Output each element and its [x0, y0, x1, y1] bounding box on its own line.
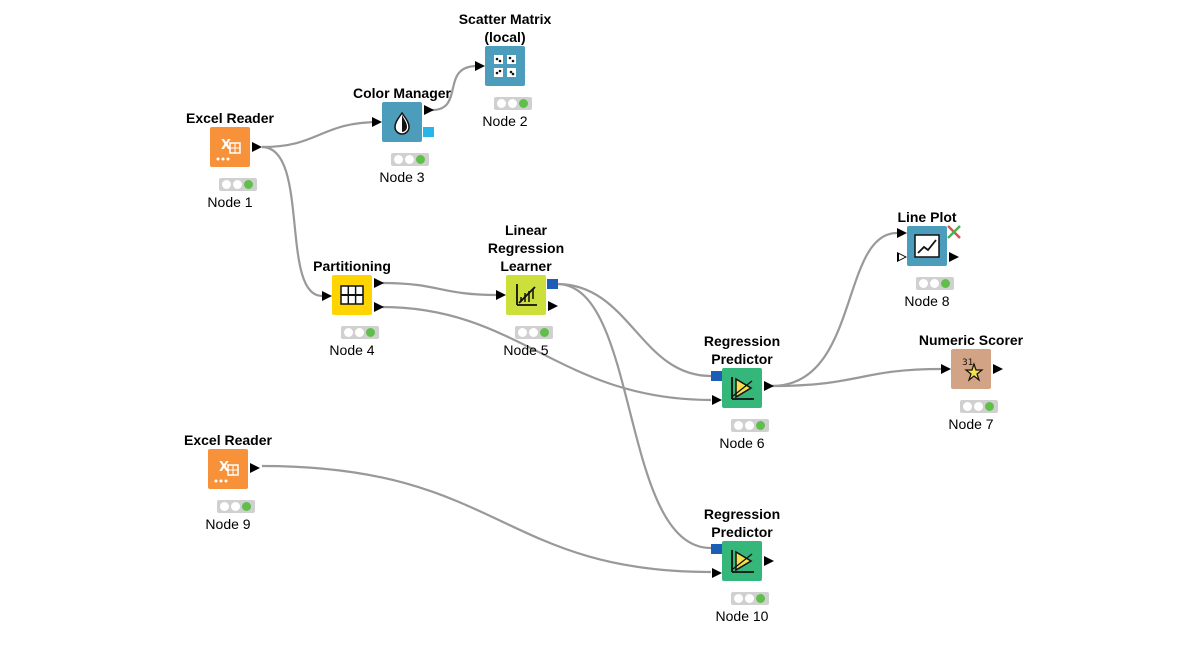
node-scatter-matrix-2[interactable]: Scatter Matrix (local) Node 2	[445, 6, 565, 166]
node-color-manager-3[interactable]: Color Manager Node 3	[342, 62, 462, 222]
node-box[interactable]	[722, 368, 762, 408]
node-excel-reader-1[interactable]: Excel Reader X Node 1	[170, 87, 290, 247]
node-title: Excel Reader	[186, 110, 274, 126]
node-regression-predictor-10[interactable]: Regression Predictor Node 10	[682, 501, 802, 661]
connection-n9-n10[interactable]	[261, 464, 712, 574]
output-port[interactable]	[548, 301, 558, 311]
node-box[interactable]	[485, 46, 525, 86]
output-port-1[interactable]	[374, 278, 384, 288]
svg-text:X: X	[219, 460, 229, 475]
node-title: Color Manager	[352, 85, 451, 101]
input-port[interactable]	[475, 61, 485, 71]
status-indicator	[916, 277, 954, 290]
node-box[interactable]	[907, 226, 947, 266]
output-port[interactable]	[252, 142, 262, 152]
line-plot-icon	[914, 234, 940, 258]
output-port-2[interactable]	[374, 302, 384, 312]
node-label[interactable]: Node 4	[329, 342, 375, 358]
excel-icon: X	[216, 138, 241, 161]
node-box[interactable]: X	[208, 449, 248, 489]
node-label[interactable]: Node 3	[379, 169, 425, 185]
status-indicator	[341, 326, 379, 339]
node-excel-reader-9[interactable]: Excel Reader X Node 9	[168, 409, 288, 569]
status-indicator	[960, 400, 998, 413]
node-label[interactable]: Node 1	[207, 194, 253, 210]
node-line-plot-8[interactable]: Line Plot Node 8	[867, 186, 987, 346]
regression-learner-icon	[516, 284, 537, 306]
status-indicator	[219, 178, 257, 191]
input-port[interactable]	[941, 364, 951, 374]
node-title: Numeric Scorer	[918, 332, 1024, 348]
node-title: Regression Predictor	[703, 333, 781, 367]
node-box[interactable]	[722, 541, 762, 581]
status-indicator	[494, 97, 532, 110]
node-title: Excel Reader	[184, 432, 272, 448]
node-title: Linear Regression Learner	[487, 222, 565, 274]
node-label[interactable]: Node 10	[715, 608, 769, 624]
node-regression-predictor-6[interactable]: Regression Predictor Node 6	[682, 328, 802, 488]
node-partitioning-4[interactable]: Partitioning Node 4	[292, 235, 412, 395]
status-indicator	[391, 153, 429, 166]
excel-icon: X	[214, 460, 239, 483]
node-title: Regression Predictor	[703, 506, 781, 540]
color-output-port[interactable]	[423, 127, 434, 137]
node-box[interactable]	[382, 102, 422, 142]
node-label[interactable]: Node 9	[205, 516, 251, 532]
partition-icon	[340, 285, 364, 305]
status-indicator	[731, 419, 769, 432]
workflow-canvas[interactable]: Excel Reader X Node 1 Color Manager No	[0, 0, 1200, 630]
input-port[interactable]	[372, 117, 382, 127]
output-port[interactable]	[764, 381, 774, 391]
node-box[interactable]: 31	[951, 349, 991, 389]
node-title: Partitioning	[313, 258, 391, 274]
input-port[interactable]	[322, 291, 332, 301]
node-numeric-scorer-7[interactable]: Numeric Scorer 31 Node 7	[911, 309, 1031, 469]
color-drop-icon	[394, 111, 410, 135]
input-port[interactable]	[496, 290, 506, 300]
warning-cross-icon	[947, 225, 961, 239]
optional-port-fill	[899, 254, 905, 260]
output-port[interactable]	[424, 105, 434, 115]
model-input-port[interactable]	[711, 371, 722, 381]
model-input-port[interactable]	[711, 544, 722, 554]
status-indicator	[515, 326, 553, 339]
node-title: Scatter Matrix (local)	[458, 11, 552, 45]
scatter-matrix-icon	[494, 55, 516, 77]
node-box[interactable]: X	[210, 127, 250, 167]
input-port[interactable]	[712, 395, 722, 405]
node-label[interactable]: Node 8	[904, 293, 950, 309]
node-box[interactable]	[506, 275, 546, 315]
output-port[interactable]	[993, 364, 1003, 374]
predictor-icon	[731, 377, 754, 400]
node-label[interactable]: Node 6	[719, 435, 765, 451]
node-title: Line Plot	[897, 209, 957, 225]
status-indicator	[731, 592, 769, 605]
svg-text:31: 31	[962, 358, 973, 368]
node-box[interactable]	[332, 275, 372, 315]
scorer-icon: 31	[962, 358, 984, 382]
node-linear-regression-learner-5[interactable]: Linear Regression Learner Node 5	[466, 222, 586, 395]
node-label[interactable]: Node 7	[948, 416, 994, 432]
output-port[interactable]	[764, 556, 774, 566]
output-port[interactable]	[949, 252, 959, 262]
predictor-icon	[731, 550, 754, 573]
output-port[interactable]	[250, 463, 260, 473]
model-output-port[interactable]	[547, 279, 558, 289]
svg-text:X: X	[221, 138, 231, 153]
node-label[interactable]: Node 5	[503, 342, 549, 358]
input-port[interactable]	[712, 568, 722, 578]
node-label[interactable]: Node 2	[482, 113, 528, 129]
status-indicator	[217, 500, 255, 513]
input-port[interactable]	[897, 228, 907, 238]
